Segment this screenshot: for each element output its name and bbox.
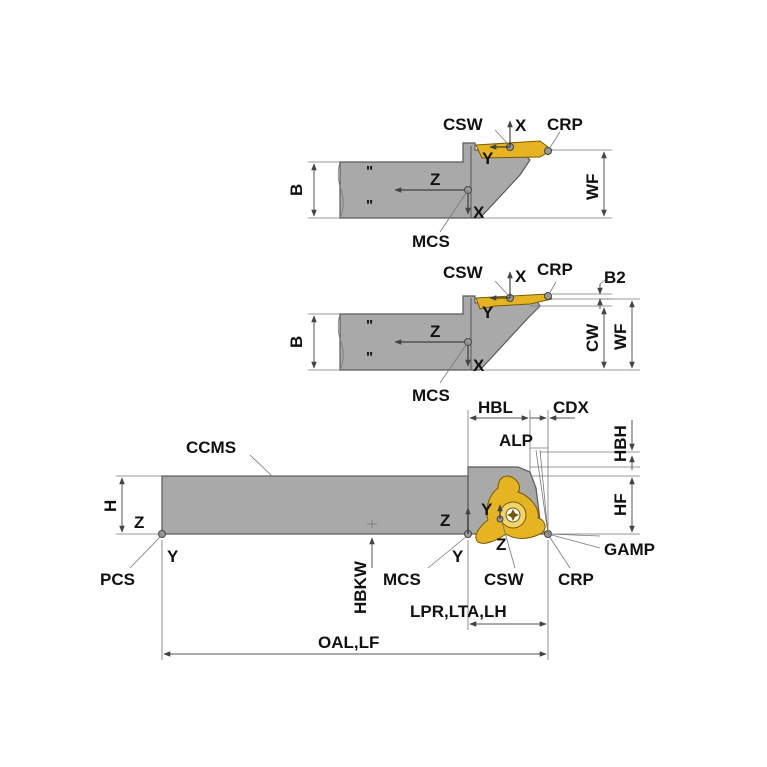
top-view-csw-label: CSW xyxy=(443,115,484,134)
side-view: HBL CDX HBH ALP CCMS H HF Z Y PCS Z Y MC… xyxy=(100,398,655,660)
side-view-shank xyxy=(161,475,469,535)
top-view-y-label: Y xyxy=(482,149,494,168)
side-view-hbl-label: HBL xyxy=(478,398,513,417)
side-view-hbh-label: HBH xyxy=(611,425,630,462)
side-view-cdx-label: CDX xyxy=(553,398,590,417)
side-view-crp-label: CRP xyxy=(558,570,594,589)
middle-view-b-label: B xyxy=(287,336,306,348)
side-view-ccms-leader xyxy=(249,454,273,477)
side-view-z-mcs-label: Z xyxy=(440,511,450,530)
side-view-ccms-label: CCMS xyxy=(186,438,236,457)
middle-view-crp-leader xyxy=(548,281,557,295)
side-view-hbkw-label: HBKW xyxy=(351,560,370,614)
top-view-crp-point xyxy=(544,147,552,155)
top-view-x-label: X xyxy=(515,116,527,135)
middle-view-y-label: Y xyxy=(482,303,494,322)
side-view-oal-label: OAL,LF xyxy=(318,633,379,652)
middle-view-break-line xyxy=(337,313,344,371)
side-view-lpr-label: LPR,LTA,LH xyxy=(410,602,507,621)
middle-view-crp-point xyxy=(544,292,552,300)
middle-view-x-label: X xyxy=(515,267,527,286)
side-view-y-pcs-label: Y xyxy=(167,547,179,566)
top-view-x2-label: X xyxy=(473,203,485,222)
top-view-z-label: Z xyxy=(430,170,440,189)
top-view-break-line xyxy=(337,161,344,219)
middle-view-break-mark-2: " xyxy=(366,349,373,366)
middle-view-csw-leader xyxy=(494,280,511,298)
top-view-break-mark-2: " xyxy=(366,197,373,214)
middle-view-z-label: Z xyxy=(430,322,440,341)
top-view-b-label: B xyxy=(287,184,306,196)
top-view: " " CSW X CRP Y Z X B WF MCS xyxy=(287,115,612,251)
middle-view-b2-label: B2 xyxy=(604,268,626,287)
side-view-mcs-leader xyxy=(427,535,468,569)
top-view-csw-leader xyxy=(494,129,511,147)
side-view-y-mcs-label: Y xyxy=(452,547,464,566)
top-view-mcs-label: MCS xyxy=(412,232,450,251)
middle-view-crp-label: CRP xyxy=(537,260,573,279)
middle-view-x2-label: X xyxy=(473,356,485,375)
middle-view-wf-label: WF xyxy=(611,324,630,350)
side-view-hf-label: HF xyxy=(611,493,630,516)
middle-view: " " CSW X CRP B xyxy=(287,260,640,405)
top-view-wf-label: WF xyxy=(583,174,602,200)
top-view-break-mark-1: " xyxy=(366,163,373,180)
side-view-mcs-label: MCS xyxy=(383,570,421,589)
middle-view-break-mark-1: " xyxy=(366,317,373,334)
side-view-pcs-label: PCS xyxy=(100,570,135,589)
middle-view-cw-label: CW xyxy=(583,323,602,352)
top-view-mcs-leader xyxy=(439,189,469,233)
middle-view-csw-label: CSW xyxy=(443,263,484,282)
side-view-y-insert-label: Y xyxy=(481,500,493,519)
side-view-z-insert-label: Z xyxy=(496,535,506,554)
side-view-screw-torx-icon xyxy=(507,509,519,521)
side-view-csw-leader xyxy=(501,521,516,569)
top-view-crp-leader xyxy=(548,131,561,150)
side-view-pcs-leader xyxy=(129,535,162,569)
middle-view-mcs-label: MCS xyxy=(412,386,450,405)
side-view-z-pcs-label: Z xyxy=(134,513,144,532)
side-view-gamp-label: GAMP xyxy=(604,540,655,559)
middle-view-mcs-leader xyxy=(439,341,469,384)
side-view-csw-label: CSW xyxy=(484,570,525,589)
top-view-crp-label: CRP xyxy=(547,115,583,134)
side-view-crp-leader xyxy=(548,535,571,569)
side-view-alp-label: ALP xyxy=(499,431,533,450)
side-view-h-label: H xyxy=(101,500,120,512)
